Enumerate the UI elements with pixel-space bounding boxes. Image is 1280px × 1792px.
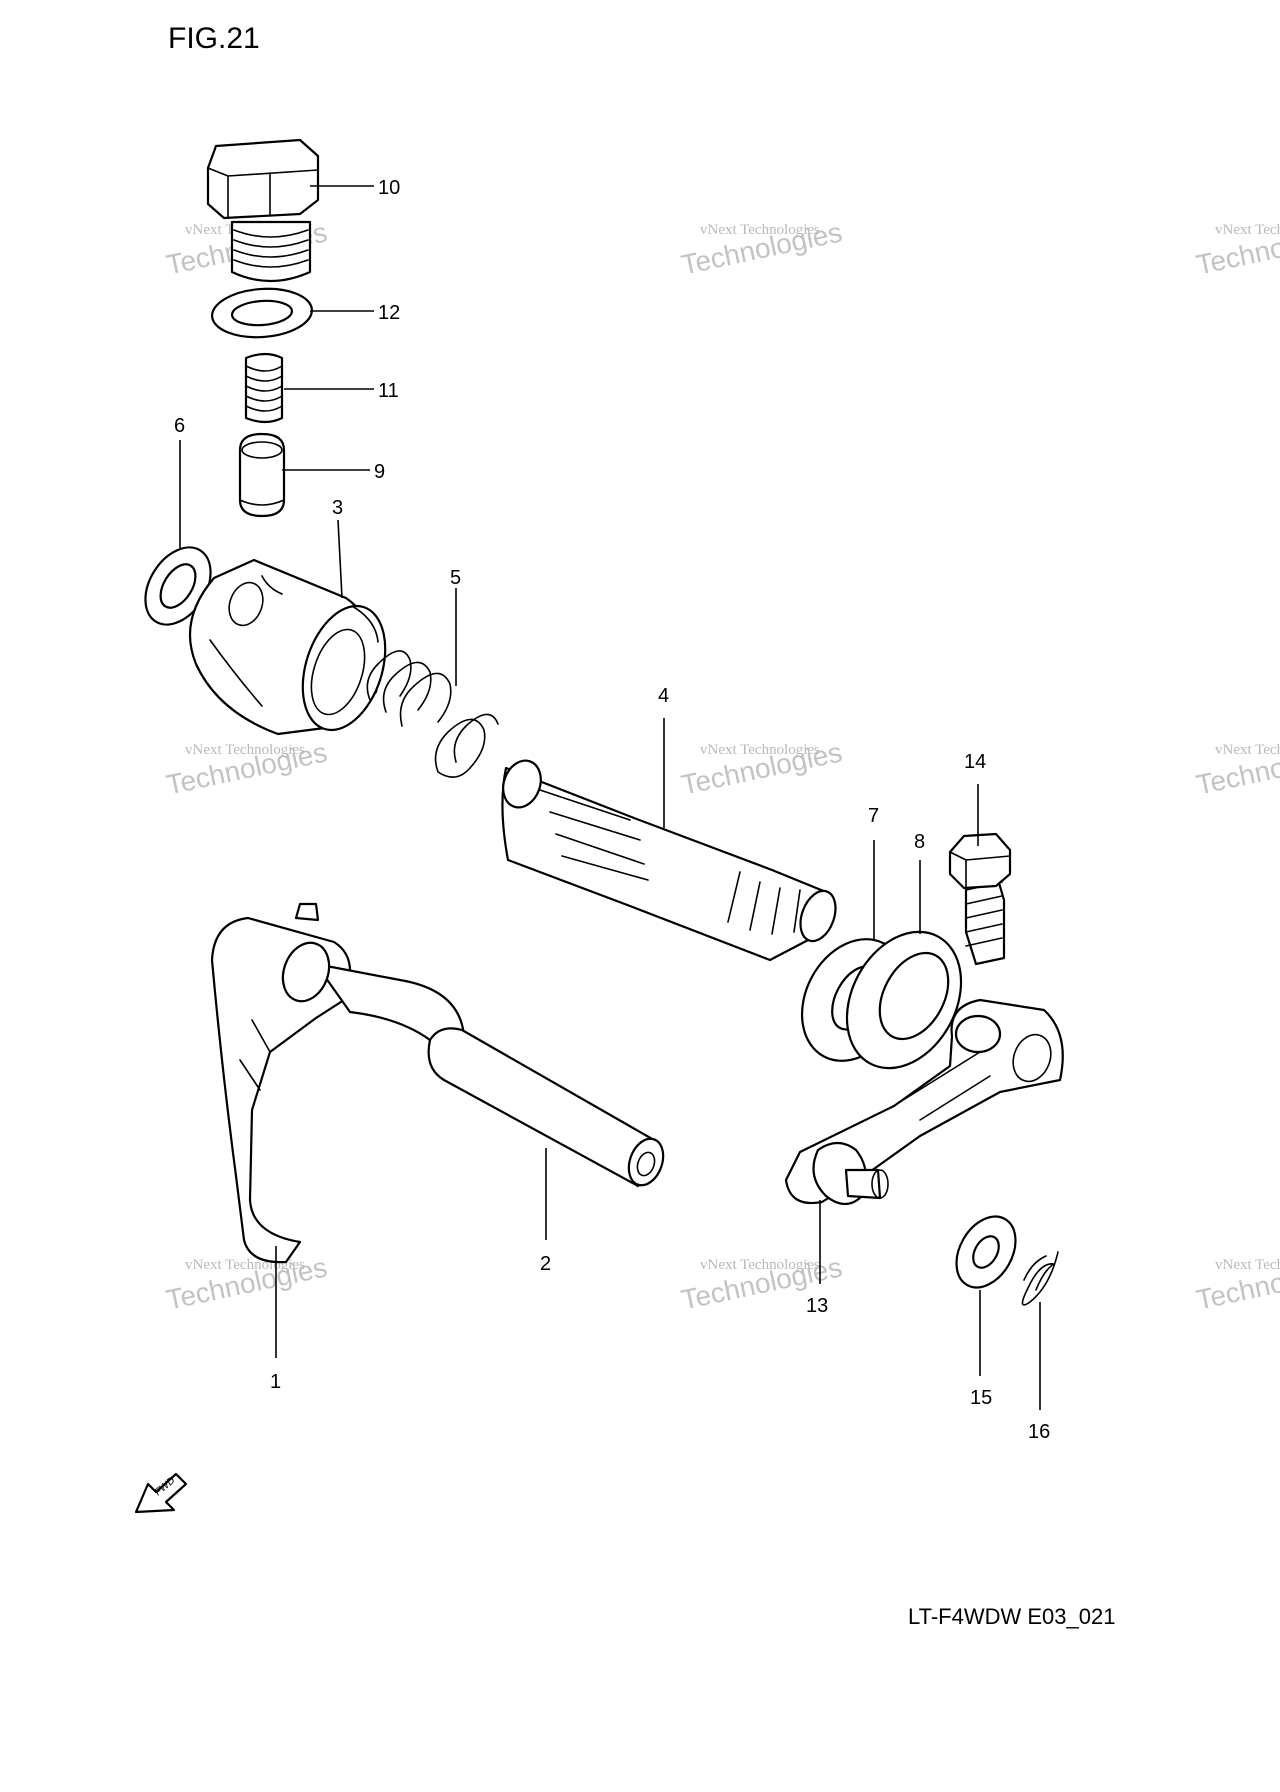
callout-7: 7	[868, 805, 879, 827]
part-8-oil-seal[interactable]	[824, 912, 983, 1088]
callout-5: 5	[450, 567, 461, 589]
part-14-bolt[interactable]	[948, 832, 1012, 966]
part-1-shift-fork[interactable]	[210, 902, 466, 1264]
callout-15: 15	[970, 1387, 992, 1409]
figure-title: FIG.21	[168, 22, 260, 55]
callout-6: 6	[174, 415, 185, 437]
part-12-washer[interactable]	[210, 286, 314, 341]
callout-16: 16	[1028, 1421, 1050, 1443]
part-2-fork-shaft[interactable]	[427, 1027, 670, 1190]
part-9-stopper-pin[interactable]	[238, 432, 286, 518]
callout-3: 3	[332, 497, 343, 519]
callout-8: 8	[914, 831, 925, 853]
callout-10: 10	[378, 177, 400, 199]
part-3-shift-cam[interactable]	[188, 558, 400, 741]
callout-11: 11	[378, 380, 399, 402]
fwd-direction-arrow: FWD	[134, 1472, 188, 1514]
part-15-washer[interactable]	[944, 1206, 1027, 1298]
callout-13: 13	[806, 1295, 828, 1317]
part-4-gearshift-shaft[interactable]	[497, 755, 842, 962]
part-10-plug-bolt[interactable]	[206, 138, 320, 283]
callout-2: 2	[540, 1253, 551, 1275]
part-6-washer[interactable]	[132, 536, 224, 637]
callout-4: 4	[658, 685, 669, 707]
part-11-spring[interactable]	[244, 352, 284, 424]
callout-1: 1	[270, 1371, 281, 1393]
leader-lines	[179, 185, 1041, 1410]
callout-9: 9	[374, 461, 385, 483]
part-5-coil-spring[interactable]	[366, 650, 499, 778]
diagram-code: LT-F4WDW E03_021	[908, 1604, 1116, 1629]
part-16-e-clip[interactable]	[1021, 1251, 1059, 1306]
part-13-shift-arm[interactable]	[784, 998, 1064, 1206]
callout-12: 12	[378, 302, 400, 324]
callout-14: 14	[964, 751, 986, 773]
